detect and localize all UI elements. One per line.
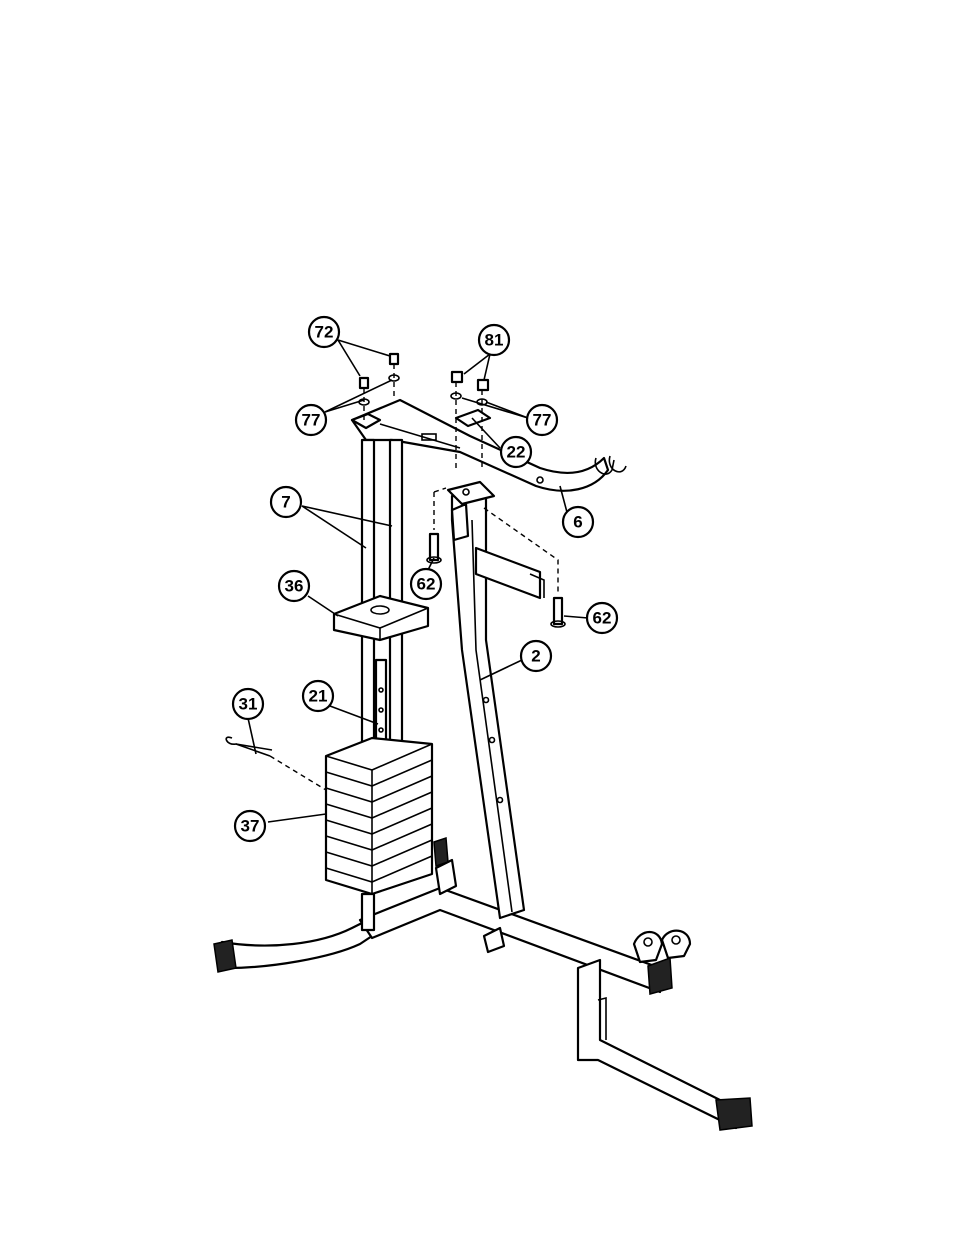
callout-62-right: 62	[587, 603, 617, 633]
svg-text:37: 37	[241, 817, 260, 836]
base-frame	[214, 838, 752, 1130]
callout-37: 37	[235, 811, 265, 841]
callout-72: 72	[309, 317, 339, 347]
svg-text:6: 6	[573, 513, 582, 532]
callout-6: 6	[563, 507, 593, 537]
callout-2: 2	[521, 641, 551, 671]
callout-77-left: 77	[296, 405, 326, 435]
top-plate	[334, 596, 428, 640]
callout-7: 7	[271, 487, 301, 517]
svg-text:22: 22	[507, 443, 526, 462]
svg-text:72: 72	[315, 323, 334, 342]
svg-text:21: 21	[309, 687, 328, 706]
callout-22: 22	[501, 437, 531, 467]
svg-text:77: 77	[533, 411, 552, 430]
svg-text:62: 62	[417, 575, 436, 594]
selector-pin	[226, 737, 272, 756]
callout-81: 81	[479, 325, 509, 355]
svg-text:81: 81	[485, 331, 504, 350]
svg-text:36: 36	[285, 577, 304, 596]
callout-21: 21	[303, 681, 333, 711]
callout-31: 31	[233, 689, 263, 719]
svg-text:62: 62	[593, 609, 612, 628]
svg-text:77: 77	[302, 411, 321, 430]
callout-77-right: 77	[527, 405, 557, 435]
selector-rod	[376, 660, 386, 748]
upright-post	[448, 482, 544, 918]
callout-36: 36	[279, 571, 309, 601]
svg-text:2: 2	[531, 647, 540, 666]
callout-62-left: 62	[411, 569, 441, 599]
svg-text:31: 31	[239, 695, 258, 714]
svg-text:7: 7	[281, 493, 290, 512]
